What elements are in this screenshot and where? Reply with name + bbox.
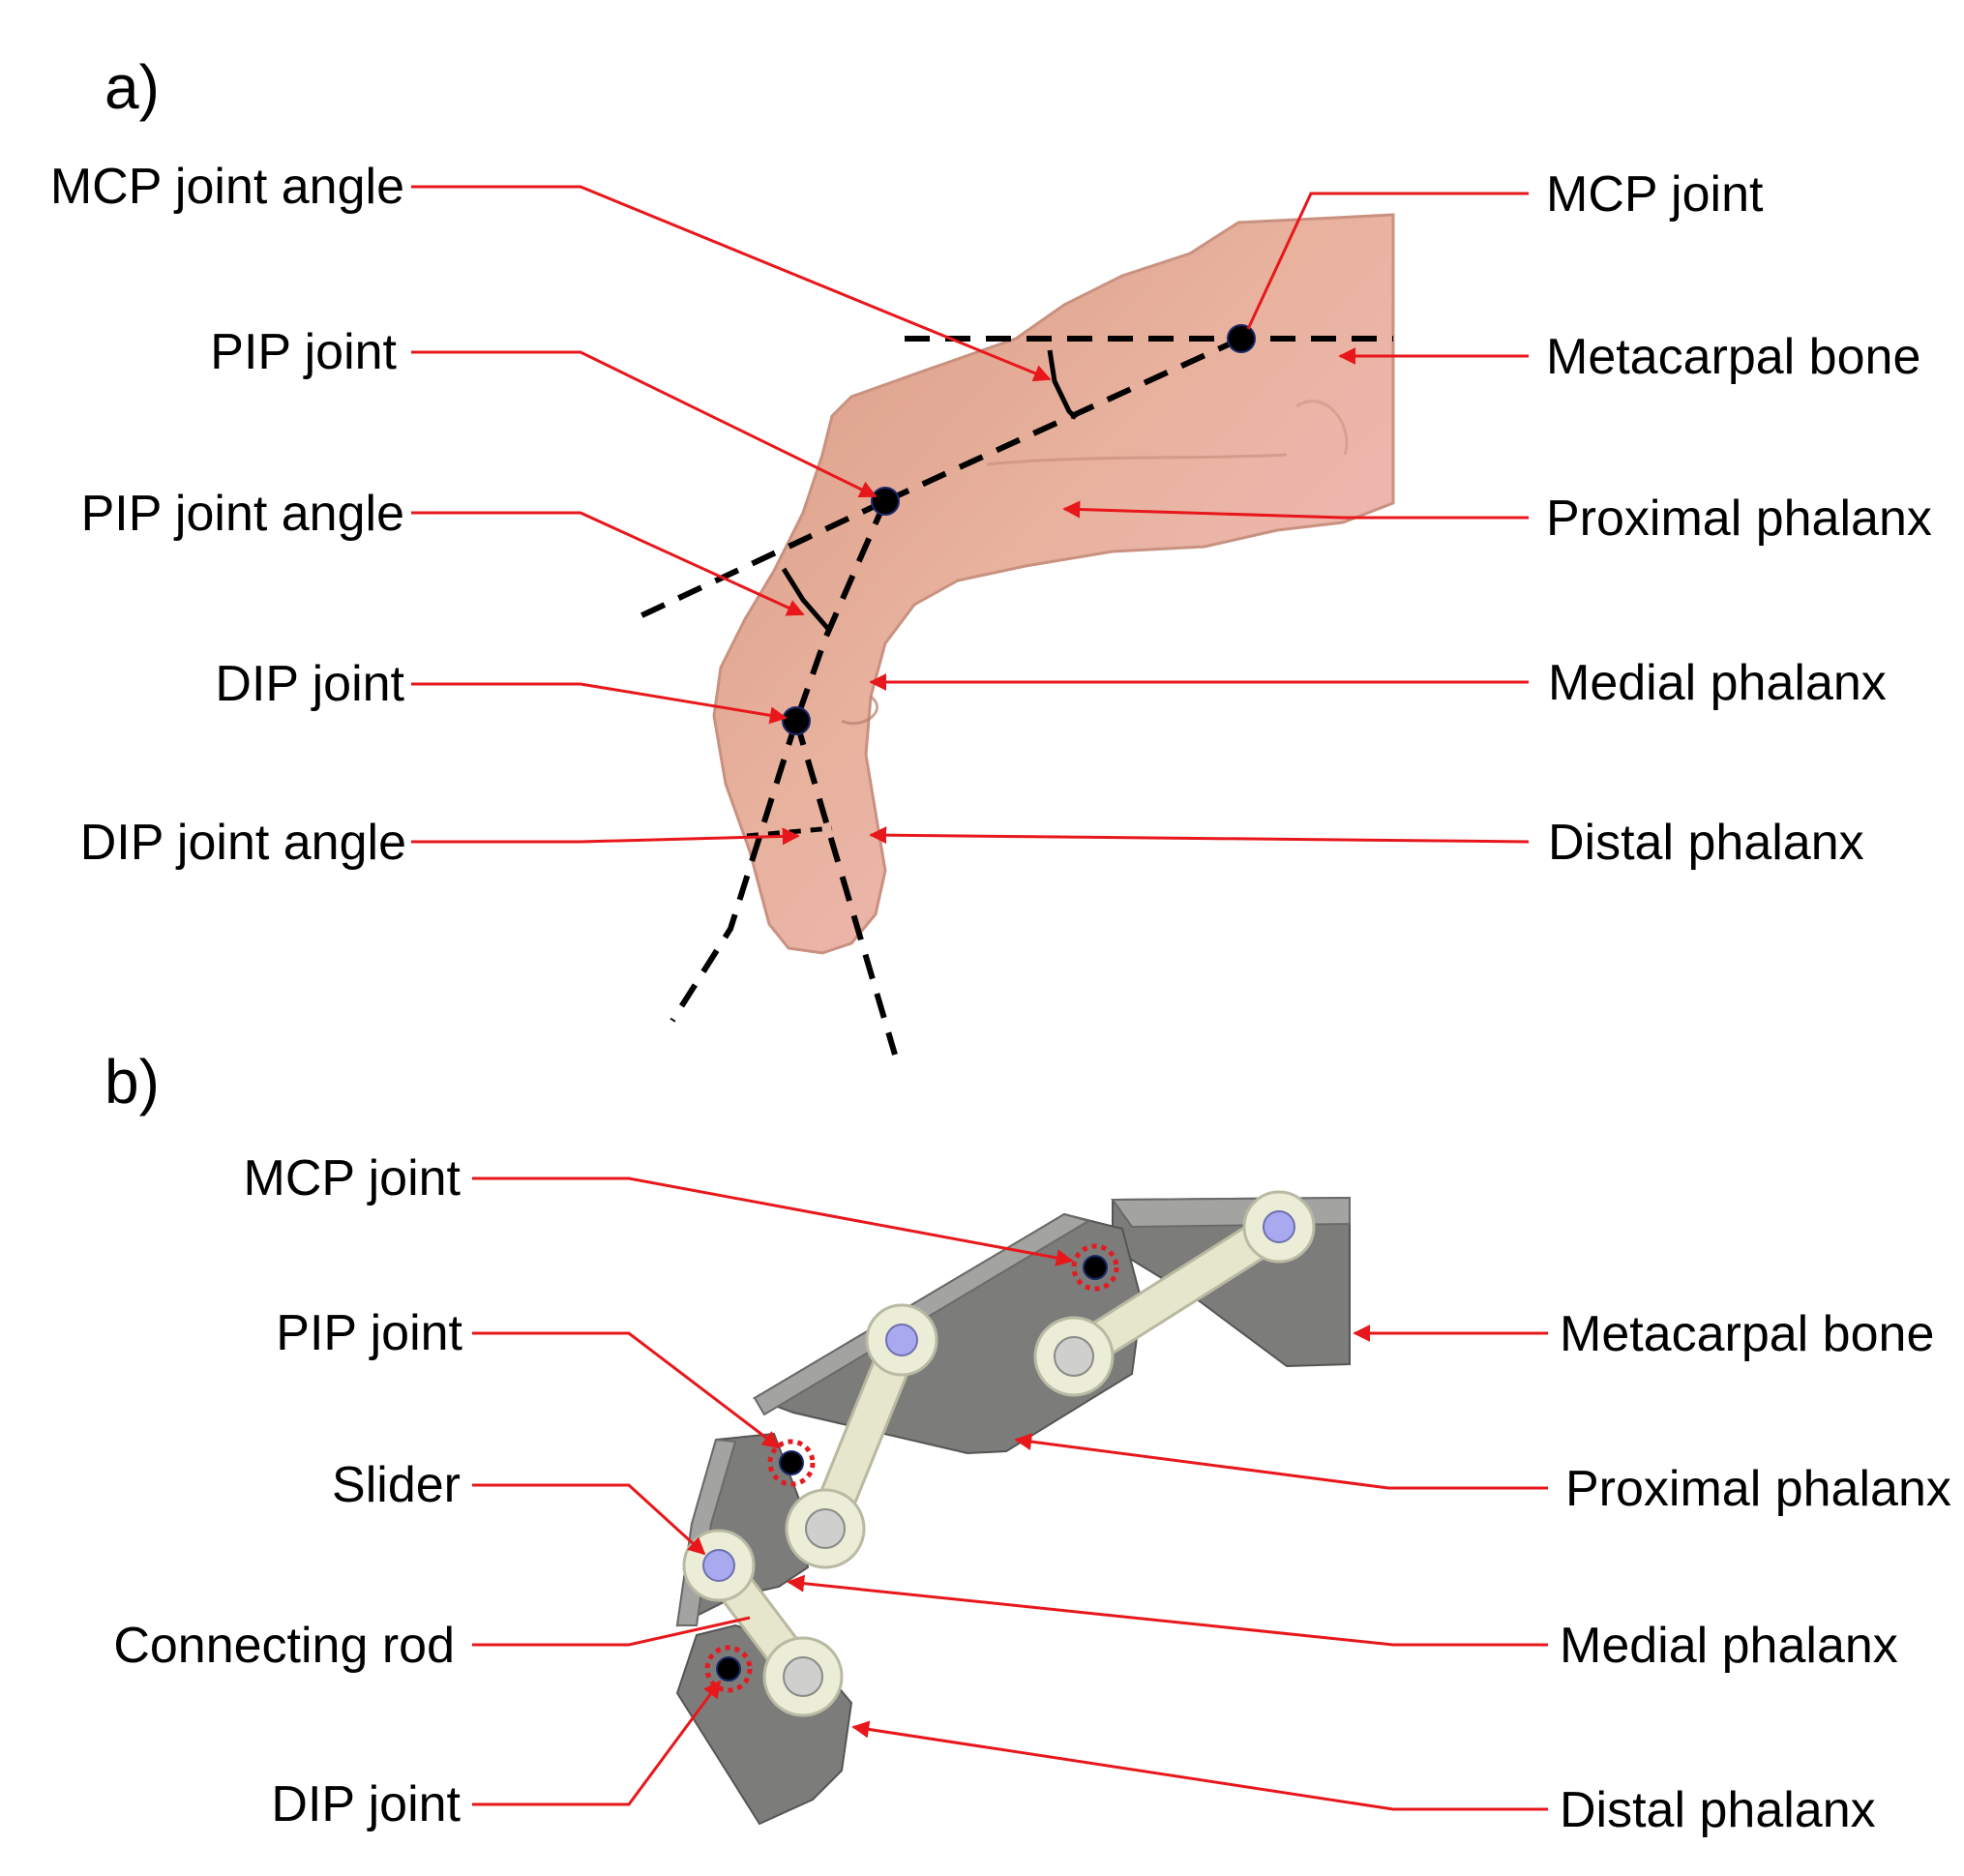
label-medial-phalanx: Medial phalanx — [1548, 655, 1887, 711]
panel-a-leader-lines — [411, 185, 1530, 846]
proximal-slider-pin — [885, 1324, 918, 1356]
finger-mechanism — [675, 1196, 1351, 1826]
label-b-distal-phalanx: Distal phalanx — [1560, 1782, 1876, 1838]
label-b-slider: Slider — [332, 1457, 461, 1513]
pip-joint-marker — [779, 1450, 804, 1475]
panel-b-tag: b) — [104, 1047, 160, 1117]
label-b-pip-joint: PIP joint — [276, 1305, 462, 1361]
dip-joint-marker — [716, 1656, 741, 1682]
label-mcp-joint-angle: MCP joint angle — [50, 159, 404, 215]
mcp-joint-marker — [1083, 1255, 1108, 1280]
joint-markers — [704, 1243, 1119, 1693]
label-distal-phalanx: Distal phalanx — [1548, 815, 1864, 871]
label-b-medial-phalanx: Medial phalanx — [1560, 1618, 1898, 1674]
panel-b-leader-lines — [472, 1176, 1548, 1811]
label-b-mcp-joint: MCP joint — [244, 1150, 461, 1206]
panel-a-tag: a) — [104, 52, 160, 122]
finger-photo — [712, 213, 1395, 955]
label-proximal-phalanx: Proximal phalanx — [1546, 491, 1932, 547]
slider-pin — [702, 1549, 735, 1582]
label-dip-joint: DIP joint — [215, 656, 404, 712]
label-b-proximal-phalanx: Proximal phalanx — [1565, 1461, 1951, 1517]
label-dip-joint-angle: DIP joint angle — [80, 815, 406, 871]
pip-joint-dot — [871, 487, 900, 516]
label-pip-joint: PIP joint — [210, 324, 397, 380]
label-b-metacarpal-bone: Metacarpal bone — [1560, 1306, 1934, 1362]
label-b-dip-joint: DIP joint — [271, 1776, 461, 1832]
dip-joint-dot — [782, 706, 811, 735]
joint-axis-lines — [632, 336, 1393, 1056]
label-mcp-joint: MCP joint — [1546, 166, 1764, 223]
rod-pins — [682, 1190, 1316, 1717]
metacarpal-slider-pin — [1263, 1210, 1295, 1243]
label-pip-joint-angle: PIP joint angle — [81, 486, 404, 542]
label-metacarpal-bone: Metacarpal bone — [1546, 329, 1920, 385]
mcp-joint-dot — [1227, 324, 1256, 353]
label-b-connecting-rod: Connecting rod — [113, 1618, 455, 1674]
